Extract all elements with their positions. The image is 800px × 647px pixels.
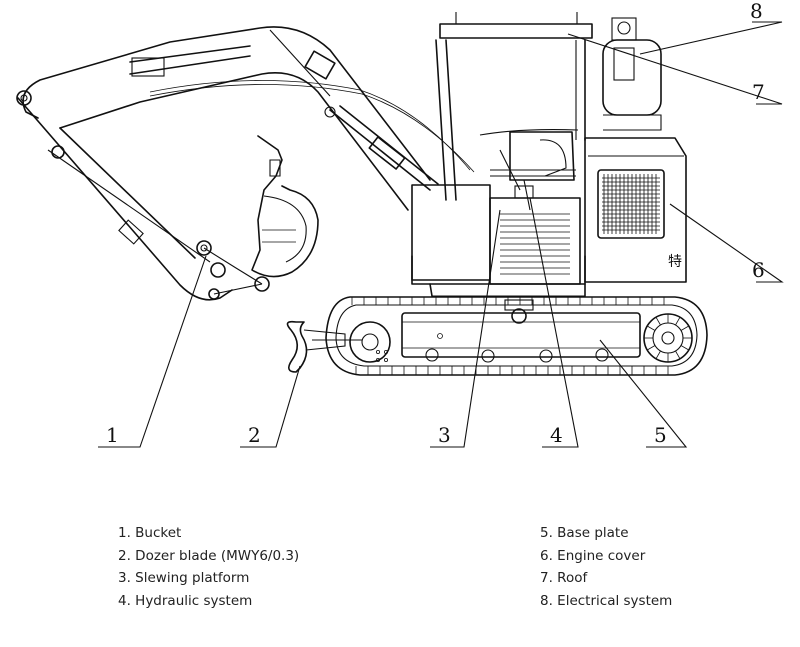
callout-3: 3 xyxy=(438,423,451,447)
legend-item-roof: 7. Roof xyxy=(540,570,588,586)
center-louvres xyxy=(500,213,570,275)
radiator-grid xyxy=(602,174,660,234)
legend-item-hydraulic-system: 4. Hydraulic system xyxy=(118,592,253,609)
callout-2: 2 xyxy=(248,423,261,447)
legend-left-column: 1. Bucket 2. Dozer blade (MWY6/0.3) 3. S… xyxy=(118,522,299,612)
legend-item-slewing-platform: 3. Slewing platform xyxy=(118,570,250,586)
dozer-blade xyxy=(286,320,362,373)
engine-cover-mark: 特 xyxy=(668,254,682,270)
legend-item-dozer-blade: 2. Dozer blade (MWY6/0.3) xyxy=(118,547,300,564)
callout-4: 4 xyxy=(550,423,563,447)
callout-8: 8 xyxy=(750,0,763,23)
upper-structure: 特 xyxy=(411,12,687,297)
crawler-track xyxy=(325,296,708,376)
callout-numbers: 1 2 3 4 5 6 7 8 xyxy=(106,0,765,447)
legend-item-bucket: 1. Bucket xyxy=(118,525,182,541)
callout-6: 6 xyxy=(752,258,765,282)
legend-item-base-plate: 5. Base plate xyxy=(540,525,629,541)
legend-right-column: 5. Base plate 6. Engine cover 7. Roof 8.… xyxy=(540,522,672,612)
callout-7: 7 xyxy=(752,80,765,104)
legend-item-engine-cover: 6. Engine cover xyxy=(540,547,646,564)
excavator-drawing: 特 xyxy=(16,0,784,448)
legend-item-electrical-system: 8. Electrical system xyxy=(540,592,673,609)
sprocket-teeth xyxy=(644,314,692,362)
callout-1: 1 xyxy=(106,423,119,447)
track-links xyxy=(351,297,669,375)
leader-lines xyxy=(98,21,784,448)
digging-arm xyxy=(16,26,475,301)
callout-5: 5 xyxy=(654,423,667,447)
